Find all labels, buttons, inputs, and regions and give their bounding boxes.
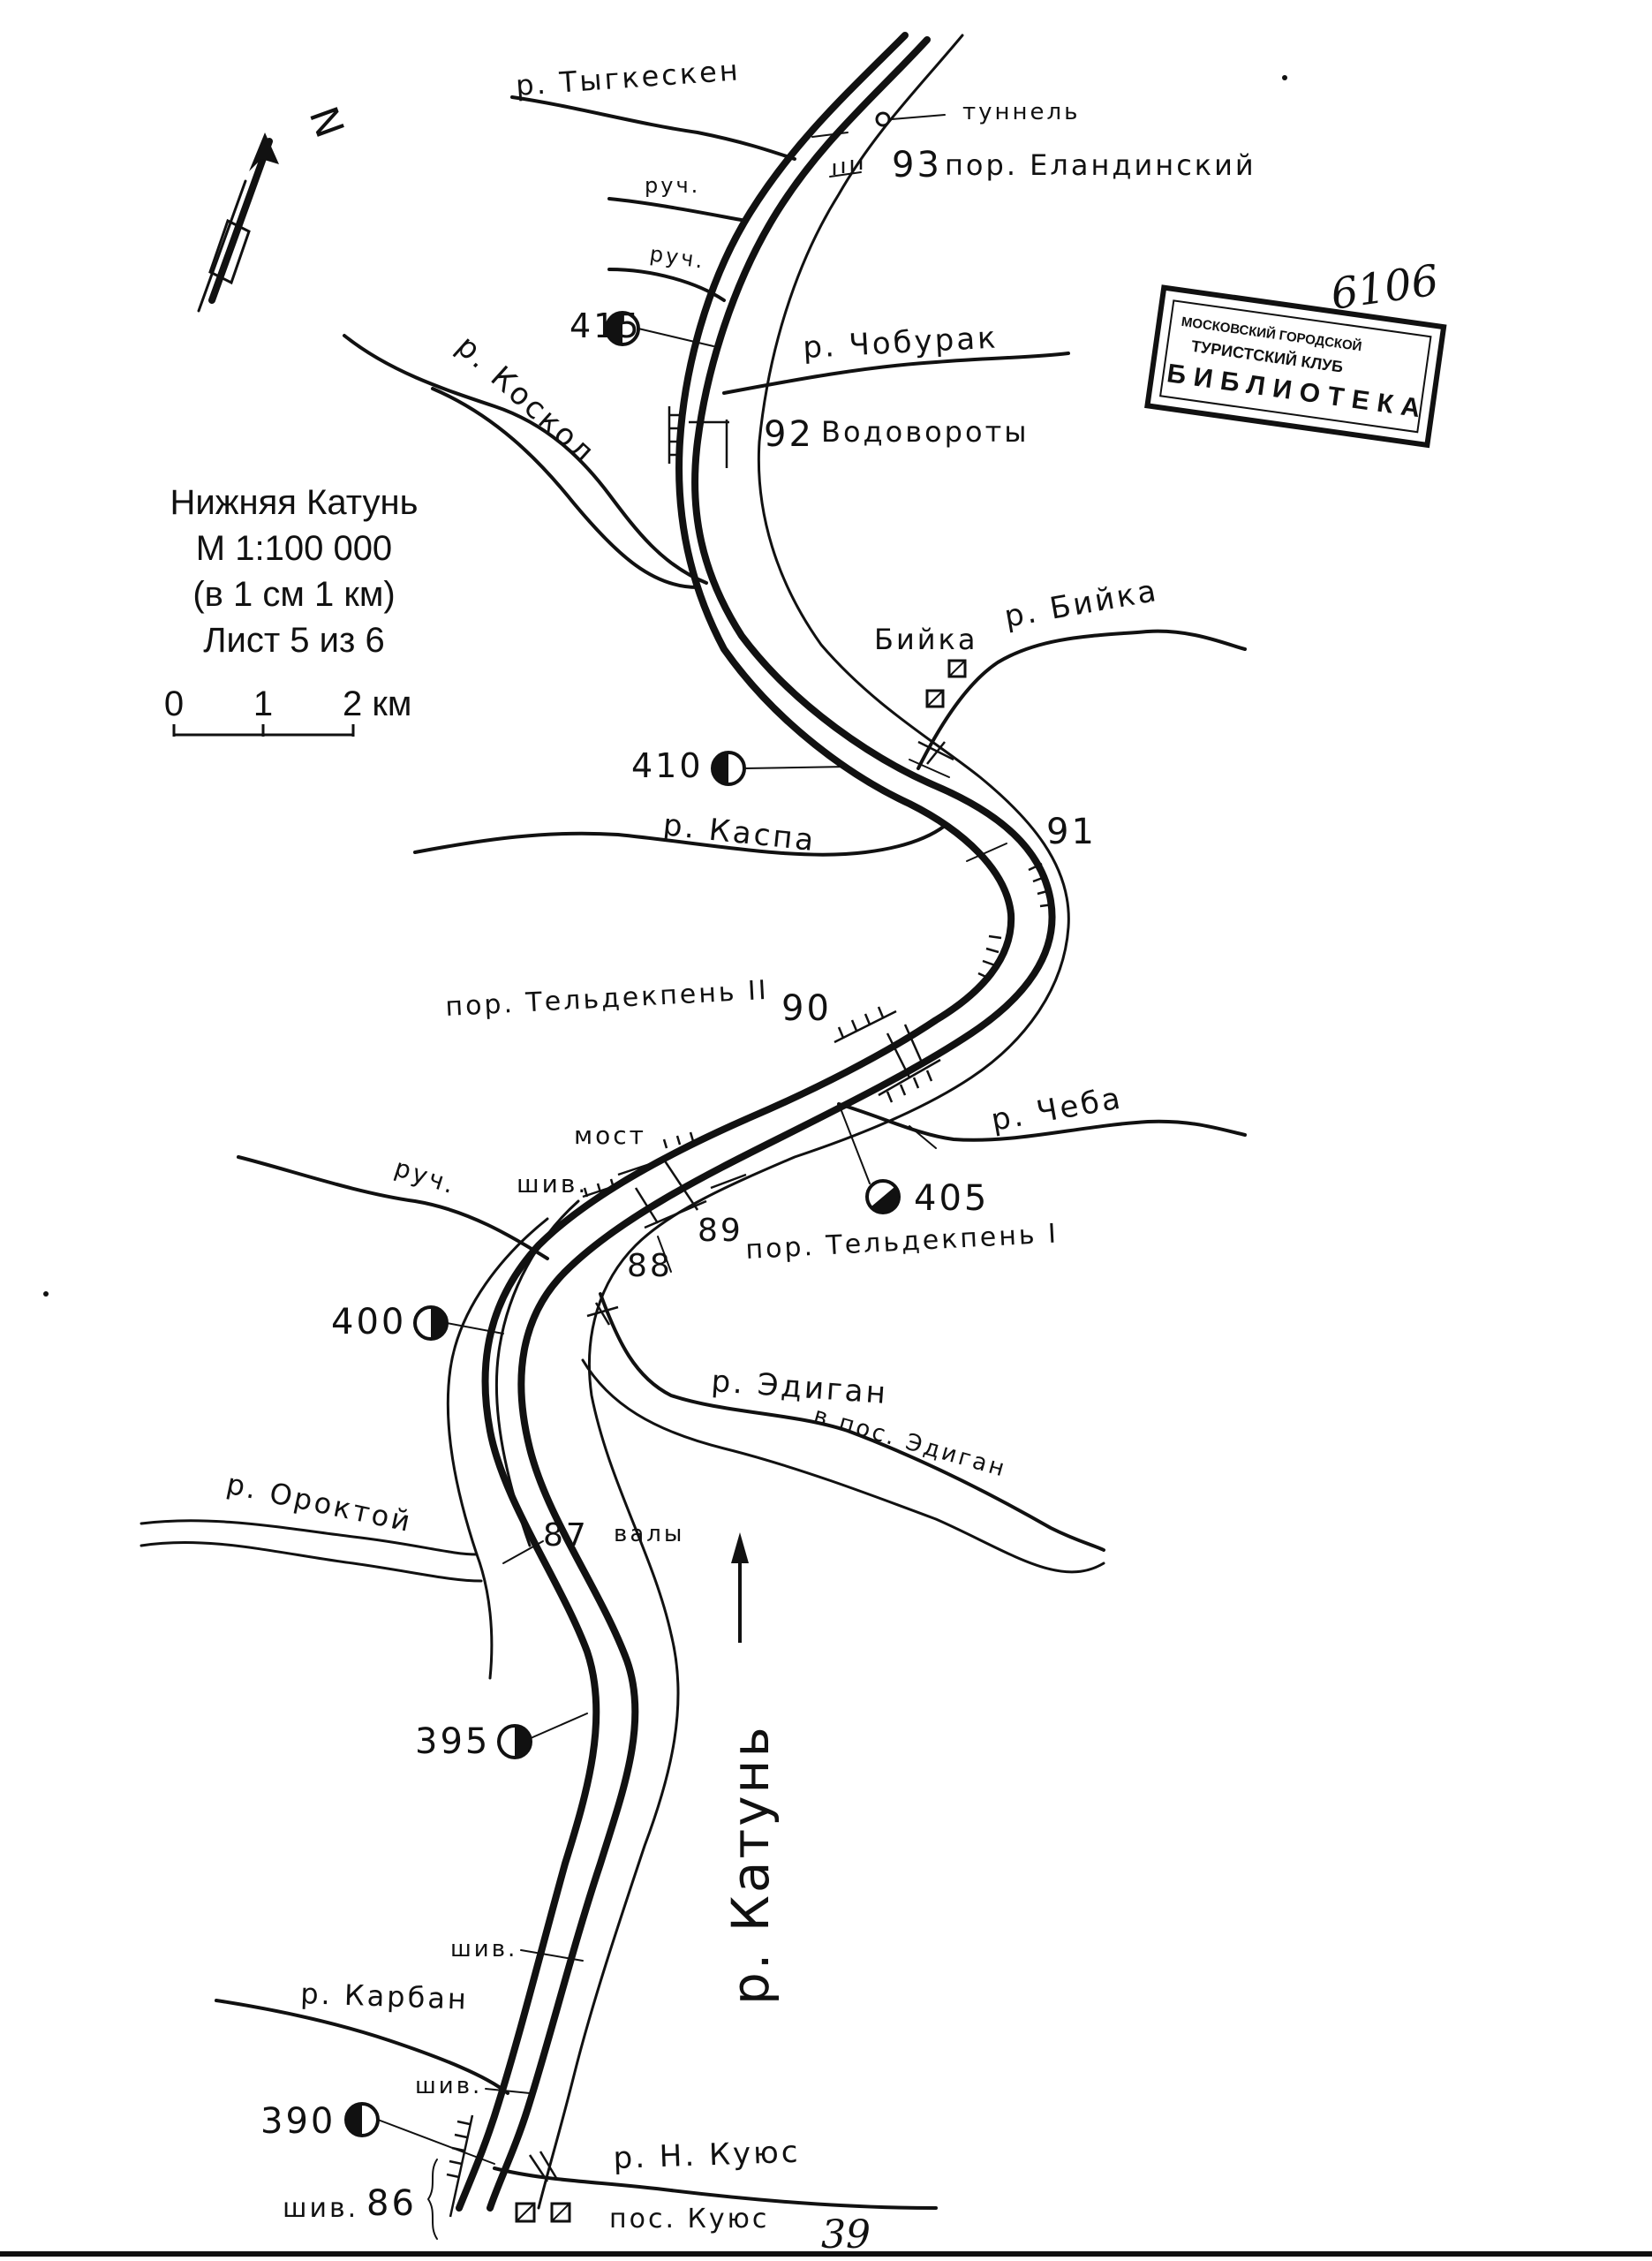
rapid-elandinsky-label: пор. Еландинский <box>945 148 1256 182</box>
edigan-label: р. Эдиган <box>710 1364 889 1411</box>
kaspa-label: р. Каспа <box>661 807 818 858</box>
cheba-river <box>837 1102 1247 1142</box>
bridge-icon <box>582 1131 747 1229</box>
gauge-405-icon <box>838 1103 901 1214</box>
elevation-405: 405 <box>914 1178 989 1219</box>
ruch1-stream <box>607 197 748 223</box>
gauge-410-icon <box>711 751 849 786</box>
km-88: 88 <box>627 1248 673 1284</box>
cheba-label: р. Чеба <box>989 1080 1126 1138</box>
karban-label: р. Карбан <box>300 1977 470 2016</box>
ruch1-label: руч. <box>645 173 700 198</box>
rapid-teldekpen1-label: пор. Тельдекпень I <box>745 1218 1060 1266</box>
oroktoy-river <box>140 1519 479 1556</box>
gauge-395-icon <box>497 1713 588 1759</box>
ruch2-label: руч. <box>648 241 707 274</box>
rapid-teldekpen2-label: пор. Тельдекпень II <box>445 975 770 1023</box>
n-kuyus-label: р. Н. Куюс <box>613 2135 801 2176</box>
kuyus-village-label: пос. Куюс <box>609 2204 769 2235</box>
scale-bar-0: 0 <box>164 684 184 723</box>
edigan-road <box>581 1358 1105 1574</box>
oroktoy-label: р. Ороктой <box>223 1467 415 1539</box>
kaspa-river <box>413 824 947 857</box>
library-stamp: МОСКОВСКИЙ ГОРОДСКОЙ ТУРИСТСКИЙ КЛУБ БИБ… <box>1144 284 1447 449</box>
biyka-label: р. Бийка <box>1002 573 1161 635</box>
tygkesken-label: р. Тыгкескен <box>515 53 742 102</box>
scale-bar-1: 1 <box>253 684 273 723</box>
legend-title: Нижняя Катунь <box>170 483 419 522</box>
north-label: N <box>300 101 353 146</box>
teldekpen2-rapid-icon <box>834 1006 941 1103</box>
tunnel-label: туннель <box>962 99 1080 125</box>
page-number: 39 <box>821 2212 871 2257</box>
km-90: 90 <box>781 988 832 1029</box>
biyka-river <box>917 629 1247 770</box>
km-87: 87 <box>543 1517 589 1554</box>
gauge-400-icon <box>413 1305 504 1341</box>
scale-bar <box>172 724 355 737</box>
vodovoroty-rapid-icon <box>668 406 729 468</box>
choburak-river <box>722 352 1070 395</box>
scale-bar-2: 2 км <box>343 684 411 723</box>
to-edigan-label: в пос. Эдиган <box>811 1403 1009 1483</box>
legend-scale: М 1:100 000 <box>196 529 392 568</box>
valy-label: валы <box>614 1521 684 1547</box>
ruch3-label: руч. <box>391 1153 460 1200</box>
km-89: 89 <box>698 1213 743 1249</box>
gauge-390-icon <box>344 2102 495 2165</box>
shiv2-label: шив. <box>450 1936 517 1962</box>
kuyus-village-icon <box>515 2202 571 2223</box>
koskol-river <box>343 334 708 585</box>
shiv1-label: шив. <box>517 1169 588 1199</box>
ruch2-stream <box>607 268 726 302</box>
elevation-410: 410 <box>631 746 704 785</box>
km-93: 93 <box>892 145 942 185</box>
ruch3-stream <box>237 1155 549 1260</box>
elevation-390: 390 <box>260 2101 336 2142</box>
tygkesken-river <box>510 95 796 161</box>
km-92: 92 <box>764 414 814 455</box>
tunnel-icon <box>875 111 891 127</box>
karban-river <box>215 1999 509 2095</box>
north-arrow-icon <box>197 132 279 313</box>
biyka-village-icon <box>925 659 967 708</box>
shiv86-label: шив. <box>283 2193 358 2224</box>
km-91: 91 <box>1046 812 1097 852</box>
legend-scale-note: (в 1 см 1 км) <box>192 575 395 614</box>
flow-arrow-icon <box>731 1532 749 1643</box>
gauge-415-icon <box>605 311 714 347</box>
elevation-400: 400 <box>331 1302 406 1342</box>
km-86: 86 <box>366 2183 417 2224</box>
biyka-village-label: Бийка <box>874 623 977 656</box>
legend-sheet: Лист 5 из 6 <box>203 621 384 660</box>
elevation-395: 395 <box>415 1721 490 1762</box>
handwritten-number: 6106 <box>1328 255 1442 319</box>
n-kuyus-river <box>493 2166 938 2210</box>
vodovoroty-label: Водовороты <box>821 415 1029 449</box>
shiv3-label: шив. <box>415 2073 482 2099</box>
edigan-river <box>599 1292 1105 1552</box>
map-legend: Нижняя Катунь М 1:100 000 (в 1 см 1 км) … <box>164 483 419 737</box>
most-label: мост <box>574 1121 646 1150</box>
katun-river-label: р. Катунь <box>720 1724 781 2005</box>
